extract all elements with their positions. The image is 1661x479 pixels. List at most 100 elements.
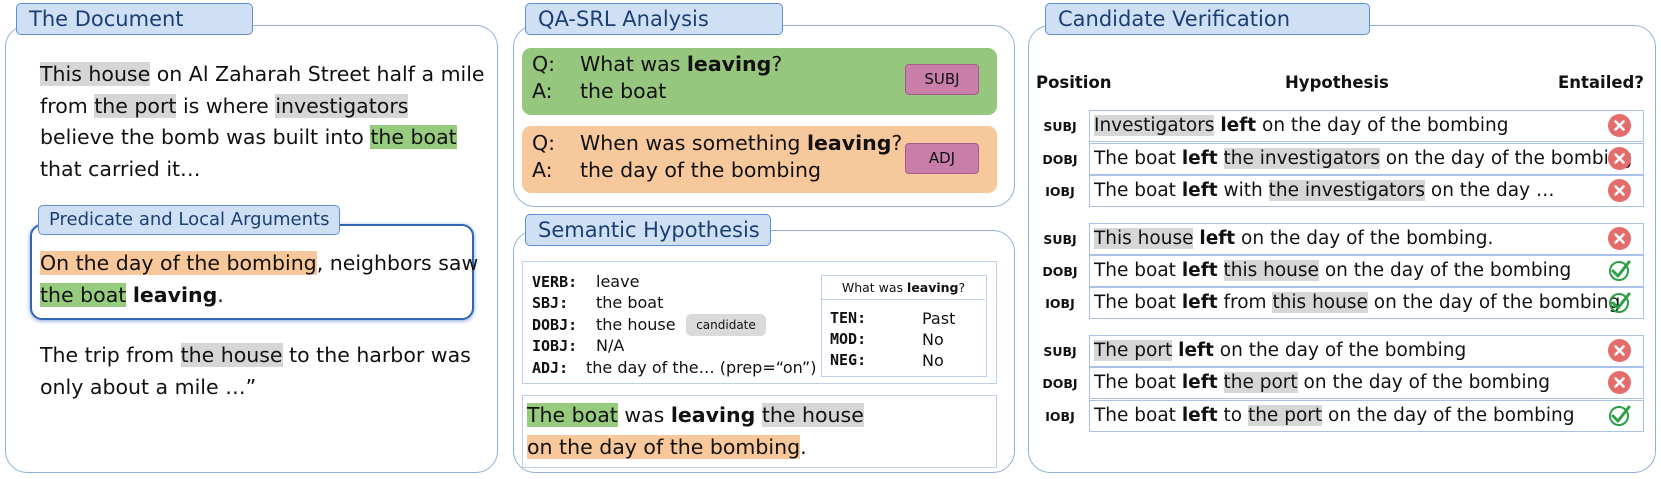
predicate-word: left bbox=[1181, 260, 1218, 281]
qa-srl-panel-title: QA-SRL Analysis bbox=[525, 3, 783, 35]
text-span bbox=[1218, 148, 1224, 169]
highlighted-span: this house bbox=[1223, 260, 1319, 281]
predicate-word: left bbox=[1181, 372, 1218, 393]
question-features-box: What was leaving? TEN: Past MOD: No NEG:… bbox=[821, 275, 987, 377]
text-span: What was bbox=[580, 52, 687, 76]
check-icon bbox=[1608, 404, 1631, 427]
feature-value: No bbox=[922, 330, 944, 349]
hypothesis-text: The boat left the investigators on the d… bbox=[1094, 146, 1632, 172]
hypothesis-text: Investigators left on the day of the bom… bbox=[1094, 113, 1508, 139]
frame-key: ADJ: bbox=[532, 359, 569, 377]
hypothesis-text: The boat left from this house on the day… bbox=[1094, 290, 1620, 316]
candidate-verification-title: Candidate Verification bbox=[1045, 3, 1370, 35]
text-span: on the day of the bombing bbox=[1379, 148, 1633, 169]
text-span: ? bbox=[771, 52, 783, 76]
text-line: from the port is where investigators bbox=[40, 91, 485, 123]
text-span: that carried it… bbox=[40, 156, 201, 181]
hypothesis-text: This house left on the day of the bombin… bbox=[1094, 226, 1493, 252]
highlighted-span: the investigators bbox=[1268, 180, 1425, 201]
position-label: DOBJ bbox=[1042, 264, 1078, 279]
text-span: The boat bbox=[1094, 292, 1182, 313]
text-line: The trip from the house to the harbor wa… bbox=[40, 340, 471, 372]
text-span: to the harbor was bbox=[282, 343, 471, 367]
feature-value: Past bbox=[922, 309, 956, 328]
frame-value: the day of the… (prep=“on”) bbox=[586, 358, 817, 377]
local-arguments-text: On the day of the bombing, neighbors saw… bbox=[40, 248, 478, 311]
qa-question: What was leaving? bbox=[580, 52, 782, 76]
text-span: on the day of the bombing bbox=[1256, 115, 1509, 136]
highlighted-span: This house bbox=[40, 62, 151, 86]
text-span: ? bbox=[891, 131, 903, 155]
qa-pair-subj: Q: What was leaving? A: the boat SUBJ bbox=[522, 48, 997, 115]
role-tag-adj: ADJ bbox=[905, 143, 979, 174]
predicate-word: left bbox=[1181, 405, 1218, 426]
text-line: On the day of the bombing, neighbors saw bbox=[40, 248, 478, 280]
highlighted-span: the boat bbox=[370, 125, 457, 149]
entailed-column-header: Entailed? bbox=[1558, 73, 1644, 92]
document-panel-title: The Document bbox=[16, 3, 253, 35]
qa-question: When was something leaving? bbox=[580, 131, 902, 155]
text-span: from bbox=[40, 93, 95, 118]
predicate-word: left bbox=[1181, 292, 1218, 313]
text-line: that carried it… bbox=[40, 154, 485, 186]
highlighted-span: The boat bbox=[527, 403, 618, 427]
text-span: . bbox=[800, 434, 807, 459]
text-span: What was bbox=[841, 280, 908, 295]
text-span: on the day of the bombing bbox=[1318, 260, 1572, 281]
text-span bbox=[1218, 372, 1224, 393]
text-span: The boat bbox=[1094, 372, 1182, 393]
hypothesis-text: The boat left with the investigators on … bbox=[1094, 178, 1554, 204]
qa-answer: the boat bbox=[580, 79, 667, 103]
position-label: IOBJ bbox=[1045, 296, 1075, 311]
hypothesis-column-header: Hypothesis bbox=[1285, 73, 1389, 92]
document-paragraph-2: The trip from the house to the harbor wa… bbox=[40, 340, 471, 403]
question-features-header: What was leaving? bbox=[822, 276, 985, 300]
feature-key: TEN: bbox=[830, 309, 867, 327]
text-span: only about a mile …” bbox=[40, 374, 257, 399]
text-span: with bbox=[1217, 180, 1269, 201]
frame-row-dobj: DOBJ: the house bbox=[532, 315, 676, 334]
candidate-tag: candidate bbox=[686, 314, 766, 336]
highlighted-span: Investigators bbox=[1094, 115, 1215, 136]
frame-value: the house bbox=[596, 315, 676, 334]
frame-key: VERB: bbox=[532, 273, 578, 291]
text-span: ? bbox=[958, 280, 966, 295]
hypothesis-row: The boat left with the investigators on … bbox=[1089, 175, 1644, 207]
predicate-word: leaving bbox=[686, 52, 772, 76]
hypothesis-text: The boat left to the port on the day of … bbox=[1094, 403, 1574, 429]
highlighted-span: the house bbox=[180, 343, 283, 367]
text-line: believe the bomb was built into the boat bbox=[40, 122, 485, 154]
text-span: on the day of the bombing bbox=[1213, 340, 1467, 361]
position-label: DOBJ bbox=[1042, 376, 1078, 391]
text-span: , neighbors saw bbox=[316, 251, 479, 275]
cross-icon bbox=[1608, 114, 1631, 137]
position-label: SUBJ bbox=[1043, 232, 1077, 247]
role-tag-subj: SUBJ bbox=[905, 64, 979, 95]
frame-row-verb: VERB: leave bbox=[532, 272, 639, 291]
predicate-word: left bbox=[1220, 115, 1257, 136]
frame-row-adj: ADJ: the day of the… (prep=“on”) bbox=[532, 358, 816, 377]
text-span: from bbox=[1217, 292, 1273, 313]
hypothesis-row: The boat left from this house on the day… bbox=[1089, 287, 1644, 319]
hypothesis-box bbox=[522, 395, 997, 468]
text-span: When was something bbox=[580, 131, 807, 155]
text-span: on the day of the bombing. bbox=[1235, 228, 1494, 249]
hypothesis-row: The port left on the day of the bombing bbox=[1089, 335, 1644, 367]
document-panel bbox=[5, 25, 498, 473]
hypothesis-row: Investigators left on the day of the bom… bbox=[1089, 110, 1644, 142]
a-label: A: bbox=[532, 79, 553, 103]
text-span: The boat bbox=[1094, 405, 1182, 426]
check-icon bbox=[1608, 291, 1631, 314]
text-span: believe the bomb was built into bbox=[40, 125, 371, 149]
highlighted-span: On the day of the bombing bbox=[40, 251, 317, 275]
hypothesis-row: The boat left the investigators on the d… bbox=[1089, 143, 1644, 175]
highlighted-span: the port bbox=[1247, 405, 1323, 426]
predicate-word: left bbox=[1181, 148, 1218, 169]
text-span: The trip from bbox=[40, 343, 181, 367]
text-line: on the day of the bombing. bbox=[527, 432, 864, 464]
text-span: on the day of the bombing bbox=[1367, 292, 1621, 313]
position-column-header: Position bbox=[1036, 73, 1112, 92]
highlighted-span: the investigators bbox=[1223, 148, 1380, 169]
frame-key: IOBJ: bbox=[532, 337, 578, 355]
highlighted-span: on the day of the bombing bbox=[527, 434, 801, 459]
